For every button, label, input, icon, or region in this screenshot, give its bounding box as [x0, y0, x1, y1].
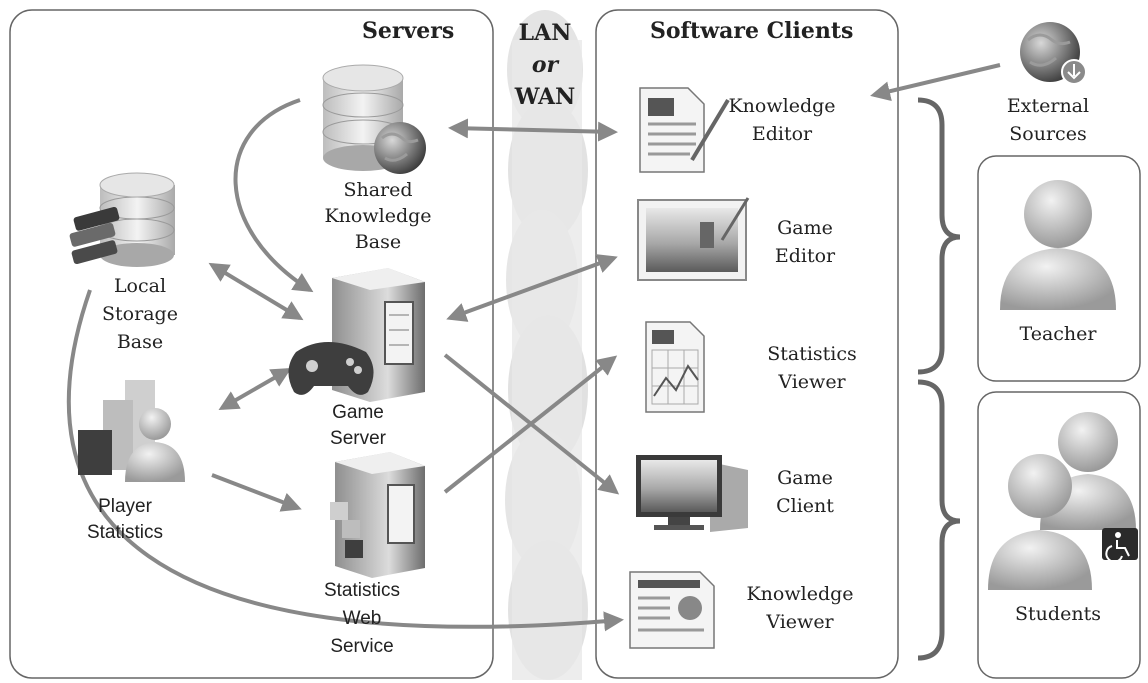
arrow-kb-editor: [448, 118, 618, 142]
arrow-stats-gameserver: [218, 368, 292, 410]
monitor-icon: [636, 455, 748, 532]
external-sources-label-2: Sources: [1009, 123, 1086, 145]
students-panel: [977, 391, 1141, 679]
teacher-brace: [917, 97, 961, 375]
stats-ws-label-3: Service: [330, 636, 393, 657]
teacher-panel: [977, 155, 1141, 382]
clients-title: Software Clients: [650, 18, 853, 44]
person-icon: [125, 408, 185, 482]
arrow-stats-webservice: [211, 473, 302, 512]
external-sources-label-1: External: [1007, 95, 1089, 117]
game-server-label-1: Game: [332, 402, 384, 423]
picture-frame-icon: [637, 197, 750, 281]
shared-kb-label-1: Shared: [343, 179, 412, 201]
local-storage-label-3: Base: [117, 331, 163, 353]
wheelchair-icon: [1102, 528, 1138, 563]
globe-download-icon: [1020, 22, 1087, 85]
students-group-icon: [988, 412, 1136, 590]
network-label-lan: LAN: [519, 20, 572, 46]
network-label-or: or: [532, 52, 560, 78]
students-brace: [917, 379, 961, 661]
shared-kb-label-2: Knowledge: [324, 205, 431, 227]
shared-kb-label-3: Base: [355, 231, 401, 253]
network-cloud: [505, 10, 588, 680]
document-page-icon: [629, 571, 715, 649]
arrow-gameserver-gameeditor: [446, 254, 618, 322]
connection-arrows: [66, 63, 1001, 632]
knowledge-viewer-label-2: Viewer: [765, 611, 834, 633]
game-editor-label-1: Game: [777, 217, 833, 239]
arrow-kb-gameserver: [233, 98, 314, 293]
arrow-local-knowledgeviewer: [66, 289, 624, 632]
braces: [917, 97, 961, 661]
servers-title: Servers: [362, 18, 454, 44]
local-storage-label-2: Storage: [102, 303, 178, 325]
gamepad-icon: [288, 342, 374, 395]
game-client-label-1: Game: [777, 467, 833, 489]
spreadsheet-chart-icon: [645, 321, 705, 413]
arrow-external-editor: [870, 63, 1001, 102]
arrow-webservice-statsviewer: [443, 355, 618, 494]
game-server-label-2: Server: [330, 428, 387, 449]
students-label: Students: [1015, 603, 1101, 625]
arrow-local-gameserver: [208, 262, 304, 321]
local-storage-label-1: Local: [114, 275, 166, 297]
knowledge-viewer-label-1: Knowledge: [746, 583, 853, 605]
teacher-label: Teacher: [1020, 323, 1098, 345]
stats-viewer-label-2: Viewer: [777, 371, 846, 393]
stats-blocks-icon: [330, 502, 363, 558]
game-client-label-2: Client: [776, 495, 834, 517]
stats-viewer-label-1: Statistics: [767, 343, 857, 365]
clients-panel: [595, 9, 899, 679]
player-stats-label-1: Player: [98, 496, 153, 517]
servers-panel: [9, 9, 494, 679]
network-label-wan: WAN: [514, 84, 575, 110]
stats-ws-label-1: Statistics: [324, 580, 400, 601]
document-edit-icon: [639, 87, 730, 173]
globe-icon: [374, 122, 426, 174]
server-tower-icon: [335, 452, 425, 578]
stats-ws-label-2: Web: [343, 608, 382, 629]
game-editor-label-2: Editor: [775, 245, 836, 267]
books-icon: [69, 206, 120, 265]
knowledge-editor-label-1: Knowledge: [728, 95, 835, 117]
teacher-person-icon: [1000, 180, 1116, 310]
knowledge-editor-label-2: Editor: [752, 123, 813, 145]
player-stats-label-2: Statistics: [87, 522, 163, 543]
